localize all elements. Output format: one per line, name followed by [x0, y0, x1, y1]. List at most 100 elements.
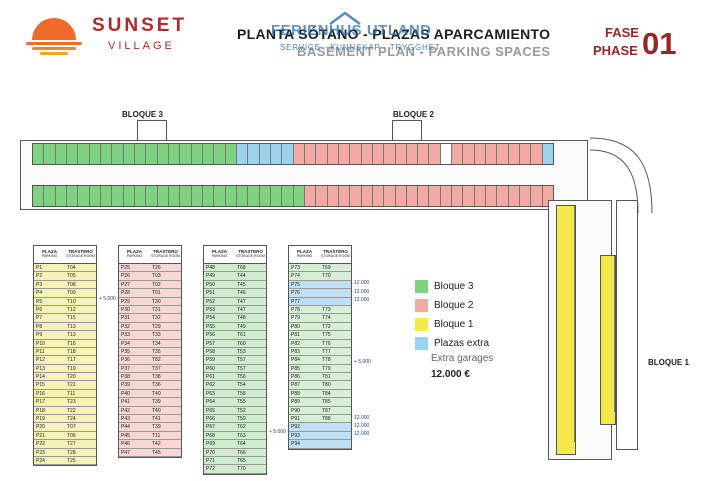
parking-space [225, 186, 237, 206]
table-cell: P87 [291, 382, 300, 389]
table-cell: T79 [322, 365, 331, 372]
watermark-subtext: SERVICE · KUNNSKAP · TRYGGHET [280, 43, 441, 52]
table-cell: T66 [237, 449, 246, 456]
parking-space [78, 186, 90, 206]
table-cell: P83 [291, 348, 300, 355]
parking-space [270, 186, 283, 206]
table-cell: P79 [291, 315, 300, 322]
table-cell: P66 [206, 416, 215, 423]
table-cell: P64 [206, 399, 215, 406]
table-cell: T57 [237, 365, 246, 372]
table-cell: P42 [121, 407, 130, 414]
table-cell: P67 [206, 424, 215, 431]
table-cell: T60 [237, 340, 246, 347]
parking-space [168, 144, 181, 164]
table-cell [320, 432, 351, 439]
table-cell: P93 [291, 432, 300, 439]
table-cell: P55 [206, 323, 215, 330]
table-cell: P11 [36, 348, 45, 355]
table-cell: T45 [237, 281, 246, 288]
parking-space [601, 316, 615, 328]
parking-space [474, 144, 487, 164]
table-cell: P84 [291, 357, 300, 364]
parking-space [395, 144, 407, 164]
table-cell [320, 440, 351, 447]
table-cell: P38 [121, 374, 130, 381]
table-cell: T42 [152, 441, 161, 448]
sunset-logo-icon [26, 18, 82, 55]
parking-space [214, 186, 226, 206]
legend-swatch [415, 337, 428, 350]
parking-space [270, 144, 283, 164]
parking-space [557, 371, 575, 384]
table-cell: P65 [206, 407, 215, 414]
table-cell: P70 [206, 449, 215, 456]
parking-space [531, 144, 543, 164]
parking-space [384, 186, 396, 206]
parking-space [508, 144, 521, 164]
parking-space [361, 186, 373, 206]
parking-space [304, 144, 317, 164]
legend-swatch [415, 318, 428, 331]
table-cell: P53 [206, 306, 215, 313]
table-cell: T41 [152, 416, 161, 423]
legend-item: Bloque 1 [415, 318, 493, 331]
table-cell: P40 [121, 390, 130, 397]
parking-space [304, 186, 317, 206]
parking-space [259, 186, 271, 206]
table-cell: P32 [121, 323, 130, 330]
parking-column-left [556, 205, 576, 455]
table-cell: T37 [152, 365, 161, 372]
table-cell: T07 [67, 424, 76, 431]
bloque-2-label: BLOQUE 2 [393, 110, 434, 119]
parking-space [463, 186, 475, 206]
parking-space [89, 144, 101, 164]
table-cell: P35 [121, 348, 130, 355]
table-cell: P22 [36, 441, 45, 448]
parking-space [327, 144, 339, 164]
table-cell: T40 [152, 407, 161, 414]
table-cell: T44 [237, 273, 246, 280]
table-cell: T77 [322, 348, 331, 355]
parking-space [202, 144, 215, 164]
table-cell: T15 [67, 315, 76, 322]
phase-label: PHASE [593, 43, 638, 58]
bloque-1-label: BLOQUE 1 [648, 358, 689, 367]
parking-space [123, 144, 135, 164]
legend-item: Bloque 2 [415, 299, 493, 312]
table-cell: T13 [67, 332, 76, 339]
table-cell: T34 [152, 340, 161, 347]
table-row: P92 [289, 423, 351, 432]
parking-space [601, 388, 615, 400]
table-cell: P48 [206, 265, 215, 271]
legend-label: Bloque 2 [434, 300, 474, 311]
parking-space [429, 186, 441, 206]
table-cell: P69 [206, 441, 215, 448]
table-cell: T56 [237, 374, 246, 381]
table-cell: P12 [36, 357, 45, 364]
table-cell: T05 [67, 273, 76, 280]
